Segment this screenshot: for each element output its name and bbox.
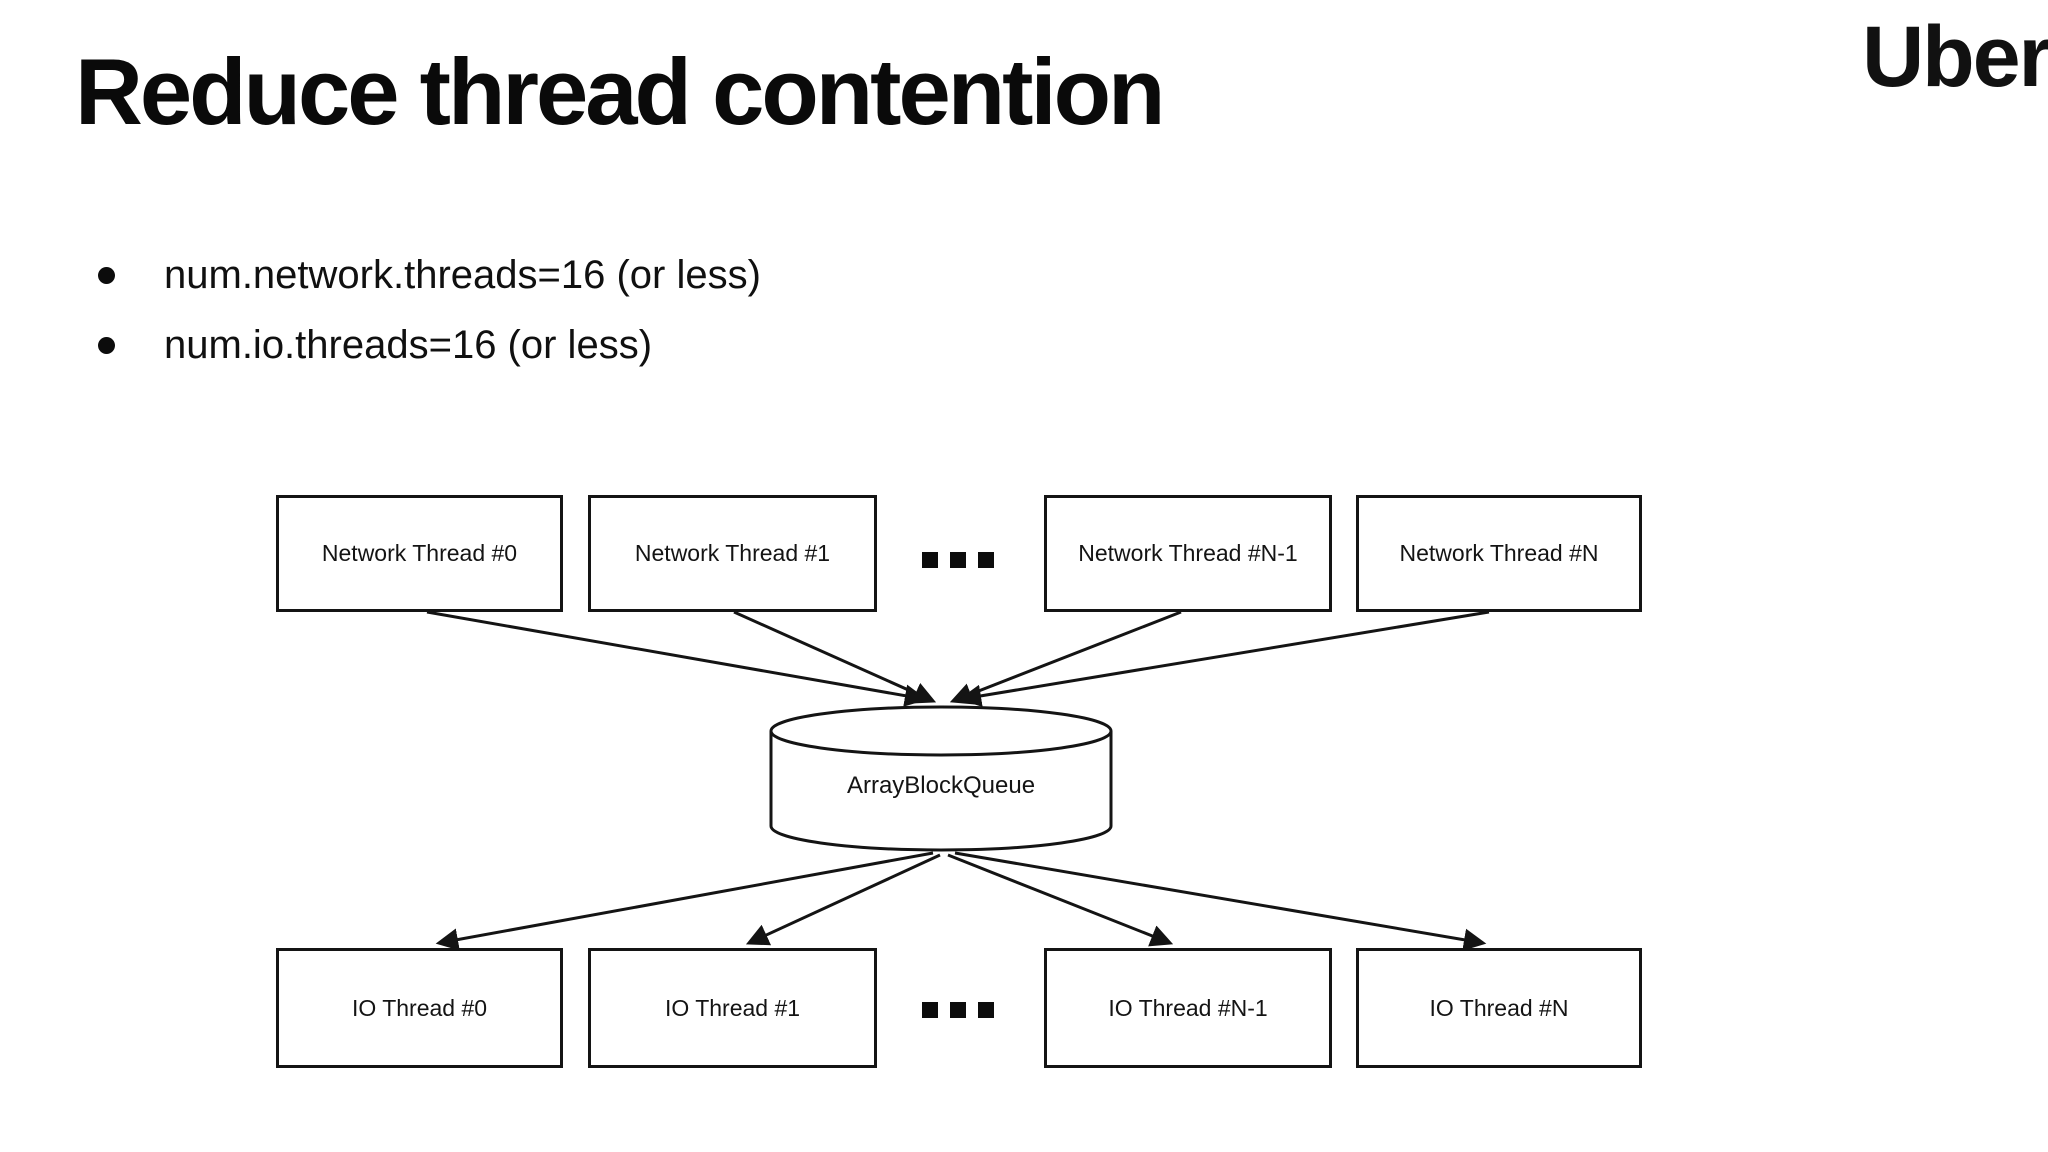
dot — [950, 1002, 966, 1018]
io-thread-0-box: IO Thread #0 — [276, 948, 563, 1068]
network-thread-n1-box: Network Thread #N-1 — [1044, 495, 1332, 612]
queue-label: ArrayBlockQueue — [846, 772, 1036, 799]
queue-cylinder — [769, 705, 1113, 852]
io-thread-n1-box: IO Thread #N-1 — [1044, 948, 1332, 1068]
dot — [922, 552, 938, 568]
io-thread-1-box: IO Thread #1 — [588, 948, 877, 1068]
outbound-arrows — [435, 851, 1487, 951]
io-thread-n-box: IO Thread #N — [1356, 948, 1642, 1068]
list-item: num.network.threads=16 (or less) — [98, 240, 761, 310]
ellipsis-icon — [922, 1002, 994, 1018]
dot — [978, 552, 994, 568]
bullet-list: num.network.threads=16 (or less) num.io.… — [98, 240, 761, 380]
bullet-text: num.network.threads=16 (or less) — [164, 252, 761, 297]
inbound-arrows — [426, 610, 1490, 707]
network-thread-0-box: Network Thread #0 — [276, 495, 563, 612]
dot — [922, 1002, 938, 1018]
bullet-icon — [98, 336, 115, 354]
ellipsis-icon — [922, 552, 994, 568]
bullet-icon — [98, 266, 115, 284]
network-thread-n-box: Network Thread #N — [1356, 495, 1642, 612]
network-thread-1-box: Network Thread #1 — [588, 495, 877, 612]
uber-logo: Uber — [1862, 9, 2048, 105]
dot — [978, 1002, 994, 1018]
page-title: Reduce thread contention — [75, 39, 1165, 144]
bullet-text: num.io.threads=16 (or less) — [164, 322, 653, 367]
list-item: num.io.threads=16 (or less) — [98, 310, 761, 380]
dot — [950, 552, 966, 568]
